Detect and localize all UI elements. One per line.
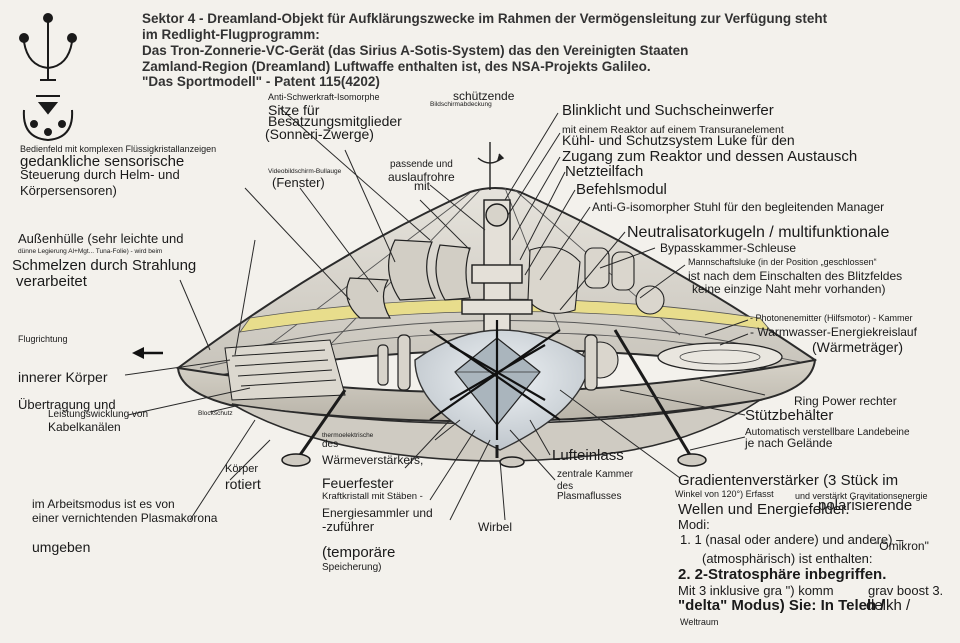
label-aussenhuelle-fine: dünne Legierung Al+Mgt... Tuna-Folie) - … [18, 248, 163, 255]
label-plasmaflusses: Plasmaflusses [557, 491, 622, 502]
label-verarbeitet: verarbeitet [16, 273, 87, 290]
label-reaktor: mit einem Reaktor auf einem Transuranele… [562, 124, 784, 136]
label-modi-1: 1. 1 (nasal oder andere) und andere) – [680, 532, 904, 547]
label-aussenhuelle: Außenhülle (sehr leichte und [18, 231, 184, 246]
label-gradient-2: Winkel von 120°) Erfasst [675, 489, 774, 499]
label-sitze-2: Besatzungsmitglieder [268, 113, 402, 129]
label-landebeine-1: Automatisch verstellbare Landebeine [745, 427, 910, 438]
header-line-5: "Das Sportmodell" - Patent 115(4202) [142, 74, 380, 89]
photon-emitter-chamber [657, 342, 783, 372]
label-fenster: (Fenster) [272, 175, 325, 190]
label-sitze-1: Sitze für [268, 102, 320, 118]
label-kuehl: Kühl- und Schutzsystem Luke für den [562, 132, 795, 148]
crew-seats [346, 239, 471, 319]
label-delta: "delta" Modus) Sie: In Teleh / [678, 597, 885, 614]
label-gradient-3: und verstärkt Gravitationsenergie [795, 491, 928, 501]
label-kraftkristall: Kraftkristall mit Stäben - [322, 491, 423, 502]
label-speicherung: Speicherung) [322, 562, 382, 573]
header-line-3: Das Tron-Zonnerie-VC-Gerät (das Sirius A… [142, 43, 689, 58]
header-line-1: Sektor 4 - Dreamland-Objekt für Aufkläru… [142, 11, 828, 26]
rim-cylinders [377, 334, 598, 391]
label-schuetzende: schützende [453, 89, 515, 103]
label-zentrale-des: des [557, 481, 574, 492]
label-feuerfester: Feuerfester [322, 475, 394, 491]
label-omikron: "Omikron" [875, 539, 929, 553]
label-anti-schwerkraft: Anti-Schwerkraft-Isomorphe [268, 92, 380, 102]
label-modi: Modi: [678, 517, 710, 532]
label-weltraum: Weltraum [680, 617, 719, 627]
label-arbeitsmodus-1: im Arbeitsmodus ist es von [32, 497, 175, 511]
label-zentrale-kammer: zentrale Kammer [557, 469, 634, 480]
landing-legs [298, 329, 692, 458]
label-blockschutz: Blockschutz [198, 410, 233, 417]
label-neutralisator: Neutralisatorkugeln / multifunktionale [627, 224, 890, 241]
label-steuerung-2: Körpersensoren) [20, 183, 117, 198]
label-uebertragung-1: Übertragung und [18, 397, 116, 412]
label-thermoelektrische: thermoelektrische [322, 432, 374, 439]
label-bedienfeld: Bedienfeld mit komplexen Flüssigkristall… [20, 144, 217, 154]
label-bildschirmabdeckung: Bildschirmabdeckung [430, 101, 492, 108]
label-rotiert: rotiert [225, 476, 261, 492]
label-lufteinlass: Lufteinlass [552, 447, 624, 464]
label-mannschaft-1: Mannschaftsluke (in der Position „geschl… [688, 257, 877, 267]
left-engine-block [224, 339, 346, 401]
label-blinklicht: Blinklicht und Suchscheinwerfer [562, 102, 774, 119]
label-bypass: Bypasskammer-Schleuse [660, 241, 797, 255]
triangle-dots-symbol-icon [22, 95, 74, 142]
label-zugang: Zugang zum Reaktor und dessen Austausch [562, 148, 858, 165]
label-mannschaft-2: ist nach dem Einschalten des Blitzfeldes [688, 269, 903, 283]
label-wirbel: Wirbel [478, 520, 513, 534]
energy-rods [429, 320, 561, 440]
label-des: des [322, 439, 339, 450]
rotation-arrow-icon [477, 142, 505, 190]
label-arbeitsmodus-2: einer vernichtenden Plasmakorona [32, 511, 218, 525]
label-waermetraeger: (Wärmeträger) [812, 339, 904, 355]
label-photonenemitter: - Photonenemitter (Hilfsmotor) - Kammer [750, 313, 913, 323]
label-flugrichtung: Flugrichtung [18, 334, 68, 344]
label-videobildschirm: Videobildschirm-Bullauge [268, 168, 342, 175]
label-anti-g-stuhl: Anti-G-isomorpher Stuhl für den begleite… [592, 200, 885, 214]
header-line-2: im Redlight-Flugprogramm: [142, 27, 320, 42]
label-mannschaft-3: keine einzige Naht mehr vorhanden) [692, 282, 886, 296]
trident-symbol-icon [19, 13, 77, 81]
label-passende-2: auslaufrohre [388, 170, 455, 184]
label-landebeine-2: je nach Gelände [745, 436, 833, 450]
direction-arrow-icon [132, 347, 163, 359]
label-sitze-3: (Sonneri-Zwerge) [265, 126, 374, 142]
header-line-4: Zamland-Region (Dreamland) Luftwaffe ent… [142, 59, 651, 74]
label-passende-1: passende und [390, 159, 453, 170]
label-atmosphaerisch: (atmosphärisch) ist enthalten: [702, 551, 873, 566]
label-waermeverstaerker: Wärmeverstärkers, [322, 453, 424, 467]
leader-lines [124, 107, 766, 521]
label-gradient-1: Gradientenverstärker (3 Stück im [678, 472, 899, 489]
label-uebertragung-2: Leistungswicklung von [48, 409, 149, 420]
central-column [461, 199, 533, 341]
label-polarisierende: polarisierende [818, 497, 913, 514]
label-energiesammler: Energiesammler und [322, 506, 433, 520]
label-stuetzbehaelter: Stützbehälter [745, 407, 834, 424]
label-netzteilfach: Netzteilfach [565, 163, 644, 180]
landing-pads [281, 453, 707, 468]
label-uebertragung-3: Kabelkanälen [48, 420, 121, 434]
label-mit: mit [414, 179, 430, 193]
label-befehlsmodul: Befehlsmodul [576, 181, 667, 198]
label-mit-3: Mit 3 inklusive gra ") komm [678, 583, 834, 598]
label-umgeben: umgeben [32, 539, 91, 555]
label-zufuehrer: -zuführer [322, 519, 375, 534]
label-schmelzen: Schmelzen durch Strahlung [12, 257, 197, 274]
label-temporaere: (temporäre [322, 544, 396, 561]
label-steuerung-1: Steuerung durch Helm- und [20, 167, 180, 182]
label-grav-boost: grav boost 3. [868, 583, 944, 598]
label-wellen: Wellen und Energiefelder. [678, 501, 850, 518]
label-koerper: Körper [225, 463, 259, 475]
label-warmwasser: - Warmwasser-Energiekreislauf [750, 325, 917, 339]
label-modi-2: 2. 2-Stratosphäre inbegriffen. [678, 566, 887, 583]
label-innerer-koerper: innerer Körper [18, 369, 108, 385]
label-ring-power: Ring Power rechter [794, 394, 897, 408]
label-delkh: delkh / [866, 597, 911, 614]
label-gedanklich: gedankliche sensorische [20, 153, 185, 170]
